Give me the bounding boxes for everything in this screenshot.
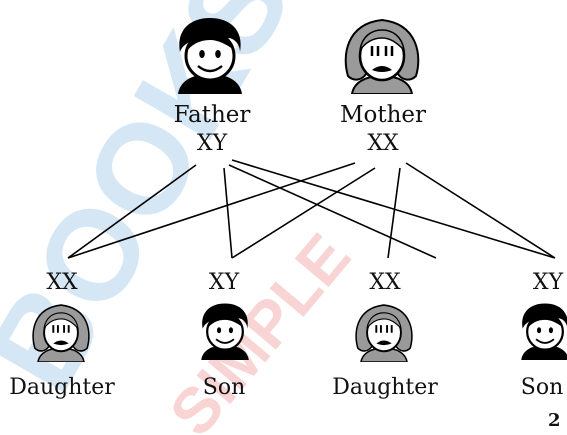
mother-label: Mother (339, 102, 427, 128)
line-mother-daughter1 (67, 162, 356, 259)
child4-genotype: XY (532, 270, 564, 295)
child1-genotype: XX (46, 270, 78, 295)
child1-label: Daughter (9, 375, 115, 400)
page-number: 2 (548, 410, 561, 431)
line-father-son2 (231, 159, 556, 259)
father-genotype: XY (196, 131, 228, 156)
mother-genotype: XX (367, 131, 399, 156)
line-mother-son2 (405, 162, 556, 259)
child2-genotype: XY (208, 270, 240, 295)
mother-face-icon (344, 18, 420, 94)
son-face-icon (201, 303, 249, 360)
line-mother-daughter2 (387, 167, 401, 259)
child3-label: Daughter (332, 375, 438, 400)
line-father-daughter2 (228, 164, 437, 259)
daughter-face-icon (355, 304, 413, 362)
child2-label: Son (202, 375, 246, 400)
line-mother-son1 (231, 167, 376, 259)
line-father-son1 (223, 167, 233, 259)
son-face-icon (521, 303, 567, 360)
daughter-face-icon (32, 304, 90, 362)
child3-genotype: XX (369, 270, 401, 295)
child4-label: Son (520, 375, 564, 400)
father-face-icon (178, 18, 242, 94)
father-label: Father (173, 102, 251, 128)
line-father-daughter1 (67, 164, 197, 259)
